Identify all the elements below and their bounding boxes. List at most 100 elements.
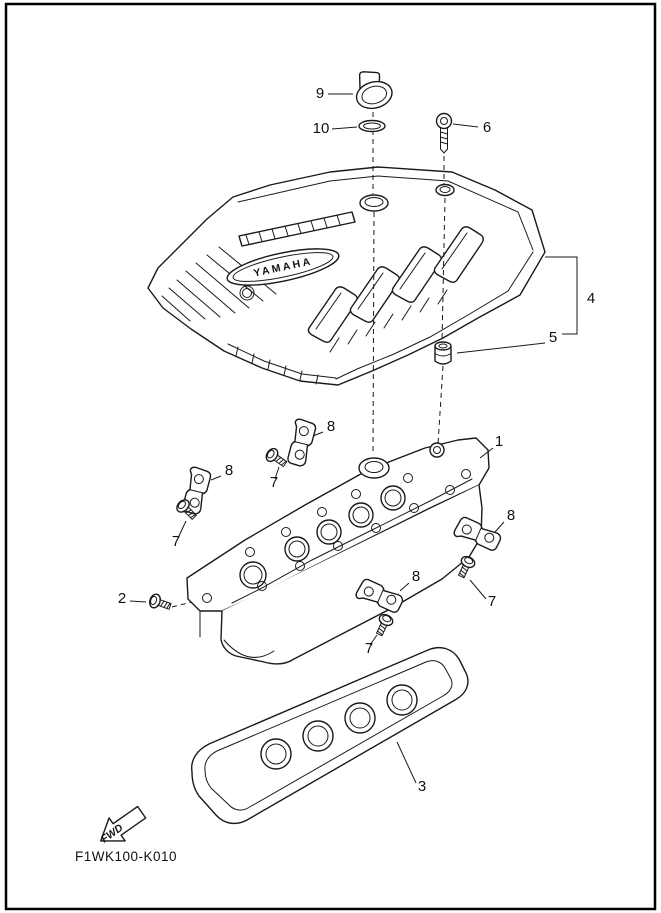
gasket-ring — [260, 738, 292, 770]
bolt-boss-hole — [403, 473, 413, 483]
engine-cover-flange-line — [335, 251, 534, 380]
leader-7a — [274, 466, 280, 480]
callout-8: 8 — [507, 507, 515, 524]
cam-chain-bulge — [223, 639, 275, 658]
callout-3: 3 — [418, 778, 426, 795]
bolt-6-socket — [440, 117, 448, 125]
leader-8d — [399, 582, 410, 592]
leader-5 — [456, 342, 546, 354]
yamaha-badge: YAMAHA — [226, 248, 340, 286]
callout-6: 6 — [483, 119, 491, 136]
collar-damper — [434, 341, 452, 365]
bolt-boss-hole — [317, 507, 327, 517]
leader-6 — [452, 123, 479, 128]
flange-teeth — [235, 346, 319, 385]
surface-rib-lines — [161, 246, 277, 322]
bolt-boss-hole — [445, 485, 455, 495]
oil-filler-cap — [355, 71, 393, 110]
collar-body — [434, 346, 452, 365]
cylinder-head-cover — [186, 437, 490, 665]
callout-numbers: 9 10 6 4 5 1 2 3 8 8 8 8 7 7 7 7 — [118, 85, 595, 795]
gasket-ring-inner — [265, 743, 287, 765]
leader-8a — [312, 431, 324, 437]
leader-7b — [177, 520, 187, 539]
callout-9: 9 — [316, 85, 324, 102]
filler-neck-inner — [364, 461, 384, 473]
cap-axis-lower — [372, 211, 375, 455]
callout-7: 7 — [270, 474, 278, 491]
gasket-ring — [386, 684, 418, 716]
end-boss-inner — [243, 565, 263, 585]
callout-2: 2 — [118, 590, 126, 607]
collar-top — [434, 341, 452, 351]
bolt-boss-hole — [257, 581, 267, 591]
collar-band — [434, 353, 452, 357]
vent-band — [238, 211, 356, 247]
engine-cover-left-flange — [227, 343, 337, 379]
spark-plug-boss-inner — [320, 523, 338, 541]
gasket-ring-inner — [391, 689, 413, 711]
page-border — [4, 2, 657, 911]
collar-boss — [429, 442, 445, 458]
bolt-boss-hole — [461, 469, 471, 479]
leader-3 — [396, 741, 417, 784]
o-ring-inner — [363, 122, 381, 130]
callout-10: 10 — [313, 120, 330, 137]
bolt-boss-hole — [333, 541, 343, 551]
badge-outer-oval — [226, 248, 340, 286]
collar-boss-hole — [433, 446, 441, 454]
leader-7d — [369, 634, 378, 646]
gasket-outer-edge — [190, 647, 469, 825]
flange-bolt-7 — [263, 445, 290, 471]
flange-bolt-2 — [147, 592, 174, 614]
bolt-6-shank — [440, 127, 448, 154]
stay-bracket — [286, 417, 318, 469]
diagram-code: F1WK100-K010 — [75, 849, 177, 864]
badge-inner-oval — [232, 252, 334, 282]
tuning-fork-emblem — [239, 285, 255, 301]
bolt-boss-hole — [281, 527, 291, 537]
leader-1 — [479, 447, 494, 459]
engine-cover: YAMAHA — [147, 166, 546, 386]
leader-8b — [210, 475, 222, 481]
bolt-boss-hole — [351, 489, 361, 499]
o-ring — [358, 119, 386, 133]
gasket-ring-inner — [307, 725, 329, 747]
leader-8c — [494, 521, 505, 533]
leader-2 — [129, 600, 147, 603]
callout-8: 8 — [327, 418, 335, 435]
spark-plug-boss-inner — [384, 489, 402, 507]
leader-10 — [331, 126, 358, 130]
bolt6-axis-lower — [437, 365, 444, 445]
bolt-hole-top-right-inner — [439, 186, 451, 193]
bolt-boss-hole — [409, 503, 419, 513]
bolt-boss-hole — [371, 523, 381, 533]
leader-7c — [469, 579, 487, 600]
tuning-fork-emblem-inner — [242, 288, 252, 298]
callout-8: 8 — [225, 462, 233, 479]
head-cover-gasket — [190, 647, 469, 825]
fwd-indicator: FWD — [99, 805, 147, 845]
ref4-bracket-line — [545, 256, 578, 335]
oil-filler-hole-inner — [364, 197, 384, 207]
callout-7: 7 — [488, 593, 496, 610]
callout-7: 7 — [172, 533, 180, 550]
bolt-6 — [435, 112, 453, 154]
spark-plug-boss-inner — [352, 506, 370, 524]
gasket-inner-edge — [204, 660, 453, 811]
spark-plug-boss-inner — [288, 540, 306, 558]
callout-4: 4 — [587, 290, 595, 307]
engine-cover-rim-line — [237, 175, 534, 251]
bolt-hole-top-right — [435, 183, 455, 197]
collar-hole — [438, 343, 448, 349]
gasket-ring-inner — [349, 707, 371, 729]
fwd-arrow — [100, 805, 147, 842]
bolt-6-head — [435, 112, 453, 130]
engine-cover-outline — [147, 166, 546, 386]
gasket-ring — [344, 702, 376, 734]
callout-1: 1 — [495, 433, 503, 450]
lower-right-hatch — [329, 289, 448, 353]
filler-neck — [358, 457, 390, 479]
